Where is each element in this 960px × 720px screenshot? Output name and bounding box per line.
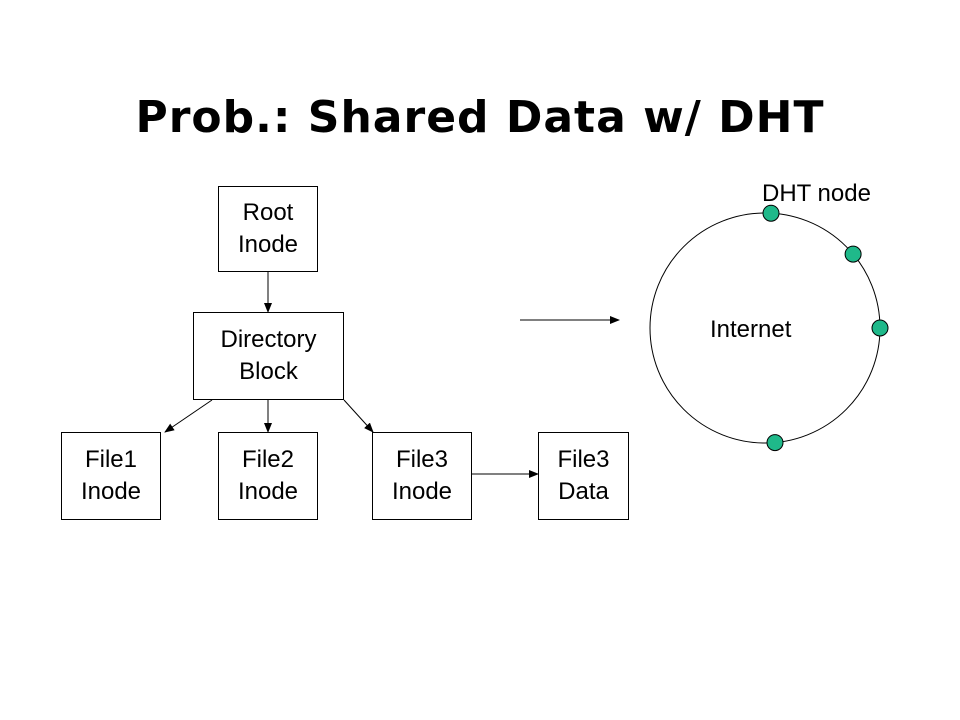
arrow-directory-to-file3 — [343, 399, 374, 433]
file2-inode-line2: Inode — [237, 478, 299, 505]
root-inode-line2: Inode — [237, 231, 299, 258]
root-inode-line1: Root — [242, 199, 294, 226]
file1-inode-line2: Inode — [80, 478, 142, 505]
internet-label: Internet — [710, 316, 792, 343]
file3-inode-line2: Inode — [391, 478, 453, 505]
file3-data-box: File3 Data — [538, 432, 629, 520]
file2-inode-line1: File2 — [241, 446, 295, 473]
directory-block-line2: Block — [239, 358, 298, 385]
file3-data-line2: Data — [558, 478, 609, 505]
file3-inode-box: File3 Inode — [372, 432, 472, 520]
arrow-directory-to-file1 — [164, 399, 213, 433]
dht-node-dot — [766, 434, 784, 452]
file2-inode-box: File2 Inode — [218, 432, 318, 520]
directory-block-box: Directory Block — [193, 312, 344, 400]
file3-data-line1: File3 — [557, 446, 610, 473]
dht-node-dot — [762, 204, 780, 222]
file3-inode-line1: File3 — [395, 446, 449, 473]
dht-node-dot — [871, 319, 889, 337]
directory-block-line1: Directory — [220, 326, 317, 353]
file1-inode-line1: File1 — [84, 446, 138, 473]
slide-title: Prob.: Shared Data w/ DHT — [135, 92, 825, 143]
dht-node-label: DHT node — [762, 180, 871, 207]
file1-inode-box: File1 Inode — [61, 432, 161, 520]
root-inode-box: Root Inode — [218, 186, 318, 272]
dht-node-dot — [844, 245, 862, 263]
